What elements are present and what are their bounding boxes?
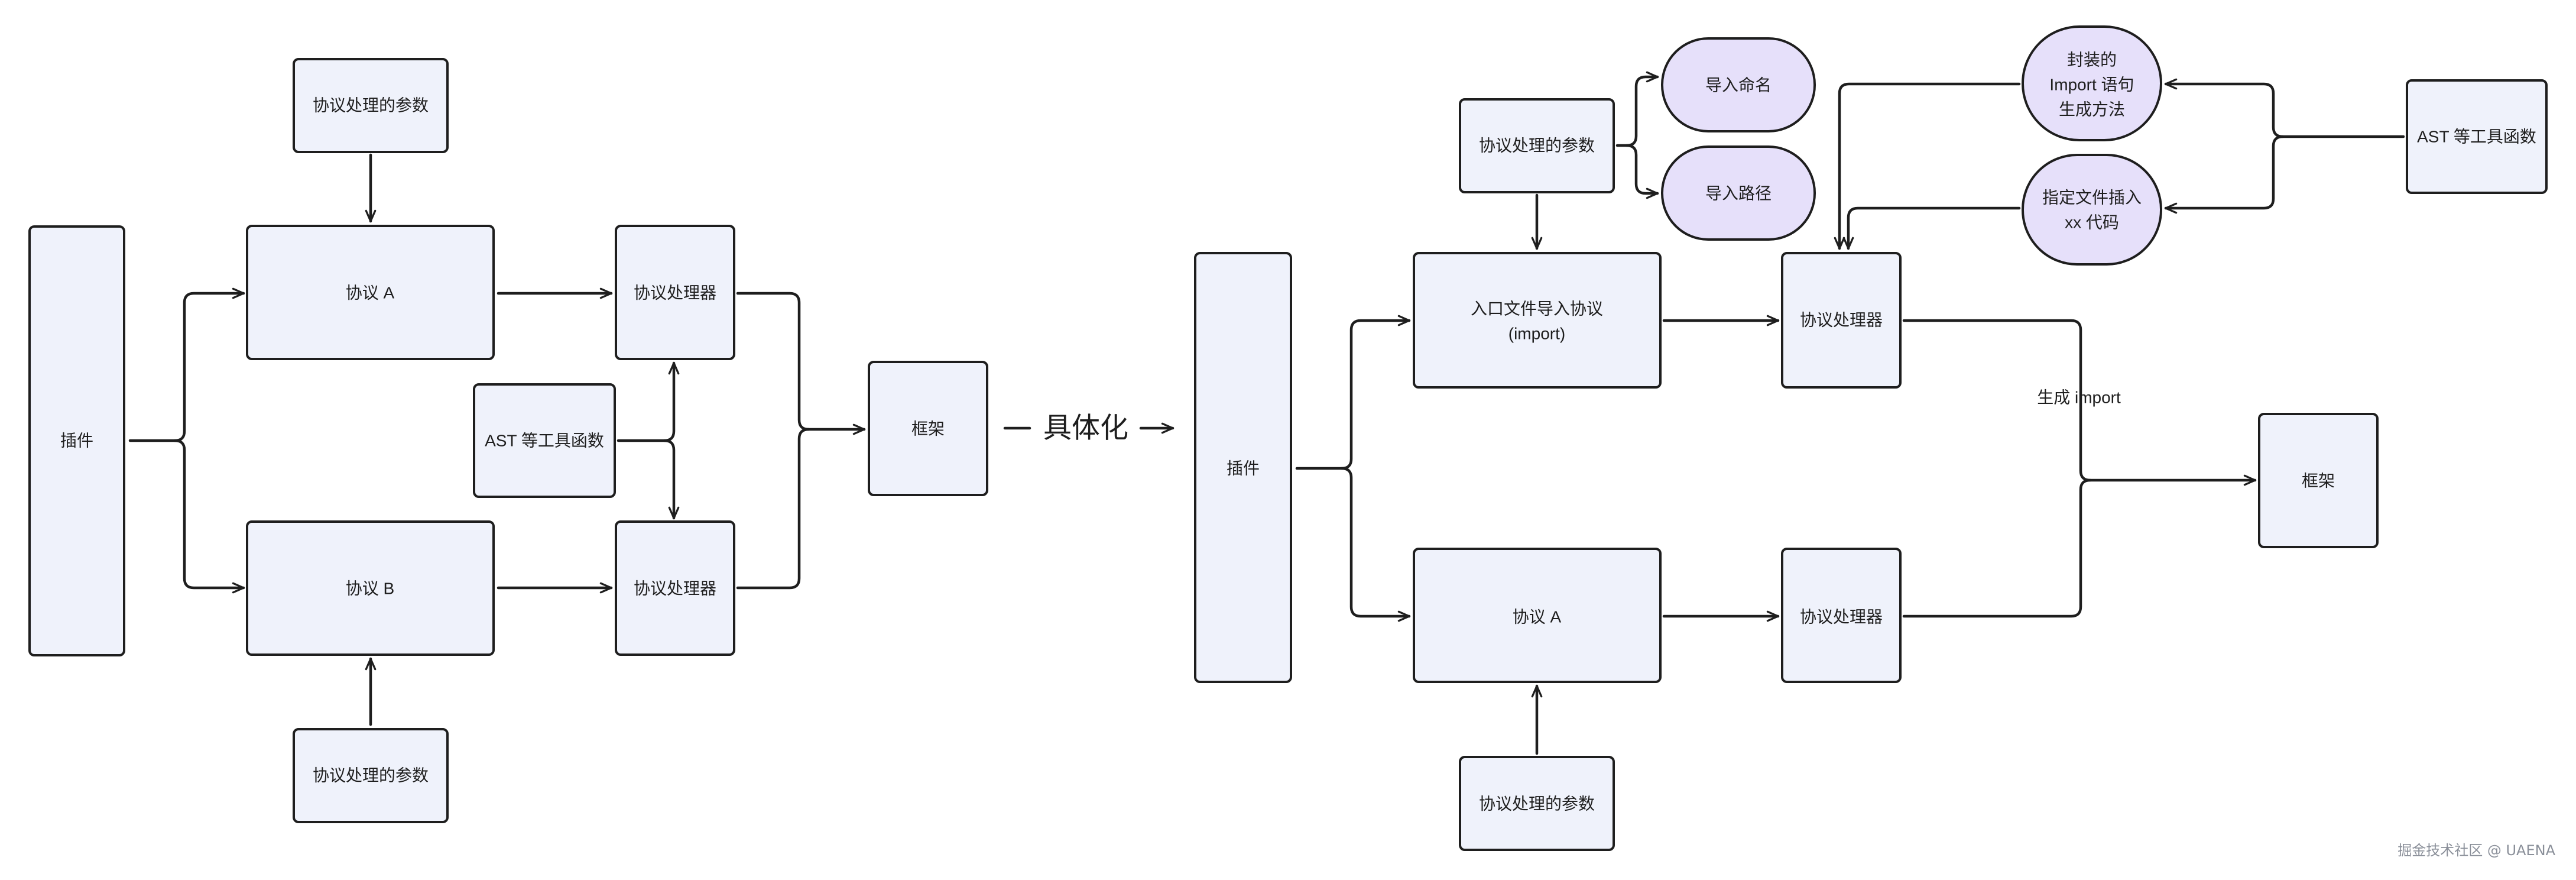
right-gen-import-method-line2: Import 语句 (2049, 76, 2134, 94)
right-processor-bottom-label: 协议处理器 (1800, 608, 1883, 626)
left-plugin-label: 插件 (60, 432, 93, 450)
edge-processor-bottom-to-framework (1902, 478, 2092, 618)
right-gen-import-method-line3: 生成方法 (2059, 101, 2125, 119)
right-processor-top-label: 协议处理器 (1800, 311, 1883, 329)
right-plugin-node: 插件 (1194, 252, 1292, 683)
left-processor-a-node: 协议处理器 (615, 225, 735, 360)
edge-processor-b-to-framework (736, 428, 810, 590)
right-ast-tools-label: AST 等工具函数 (2417, 128, 2536, 146)
right-entry-import-line1: 入口文件导入协议 (1471, 300, 1603, 318)
edge-processor-top-to-framework (1902, 319, 2257, 486)
right-import-name-label: 导入命名 (1705, 76, 1772, 95)
right-protocol-a-label: 协议 A (1513, 608, 1562, 626)
right-gen-import-edge-label: 生成 import (2029, 383, 2129, 412)
right-framework-label: 框架 (2302, 472, 2335, 490)
edge-ast-to-insert-code (2164, 135, 2285, 214)
left-framework-node: 框架 (868, 361, 988, 496)
right-processor-top-node: 协议处理器 (1781, 252, 1902, 389)
left-params-top-label: 协议处理的参数 (313, 96, 429, 115)
transition-arrow: 具体化 (1003, 413, 1175, 444)
right-params-top-node: 协议处理的参数 (1459, 98, 1615, 193)
right-gen-import-label: 生成 import (2037, 389, 2121, 407)
left-framework-label: 框架 (911, 420, 945, 438)
edge-ast-to-processor-a (617, 361, 680, 442)
left-processor-b-label: 协议处理器 (634, 580, 716, 598)
edge-rplugin-to-entry-import (1295, 315, 1411, 470)
edge-rplugin-to-protocol-a (1340, 467, 1411, 622)
left-params-bottom-label: 协议处理的参数 (313, 766, 429, 785)
left-ast-tools-node: AST 等工具函数 (473, 383, 616, 498)
right-import-name-node: 导入命名 (1661, 37, 1816, 132)
right-plugin-label: 插件 (1227, 460, 1260, 478)
right-gen-import-method-line1: 封装的 (2067, 51, 2117, 69)
left-protocol-a-node: 协议 A (246, 225, 495, 360)
right-entry-import-node: 入口文件导入协议 (import) (1413, 252, 1662, 389)
right-gen-import-method-node: 封装的 Import 语句 生成方法 (2022, 25, 2162, 141)
right-insert-code-line1: 指定文件插入 (2042, 189, 2142, 207)
left-protocol-b-node: 协议 B (246, 520, 495, 656)
right-params-bottom-node: 协议处理的参数 (1459, 756, 1615, 851)
edge-plugin-to-protocol-b (173, 439, 245, 594)
left-protocol-a-label: 协议 A (346, 284, 395, 302)
watermark: 掘金技术社区 @ UAENA (2397, 842, 2555, 859)
edge-ast-to-gen-import-method (2164, 78, 2405, 138)
edge-gen-import-method-to-processor (1834, 82, 2021, 250)
left-diagram: 插件 协议处理的参数 协议 A 协议 B 协议处理的参数 协议处理器 协议处理器 (28, 58, 988, 823)
edge-insert-code-to-processor (1842, 206, 2021, 250)
edge-params-to-import-name (1615, 71, 1659, 147)
right-params-top-label: 协议处理的参数 (1479, 137, 1595, 155)
right-import-path-node: 导入路径 (1661, 145, 1816, 241)
right-framework-node: 框架 (2258, 413, 2379, 548)
edge-processor-a-to-framework (736, 292, 866, 435)
right-entry-import-line2: (import) (1508, 325, 1565, 343)
transition-label: 具体化 (1043, 413, 1128, 444)
left-processor-a-label: 协议处理器 (634, 284, 716, 302)
edge-plugin-to-protocols (128, 287, 245, 442)
right-processor-bottom-node: 协议处理器 (1781, 548, 1902, 683)
left-protocol-b-label: 协议 B (346, 580, 394, 598)
right-import-path-label: 导入路径 (1705, 185, 1772, 203)
edge-ast-to-processor-b (663, 439, 680, 520)
left-processor-b-node: 协议处理器 (615, 520, 735, 656)
right-diagram: 插件 协议处理的参数 导入命名 导入路径 入口文件导入协议 (import) 协… (1194, 25, 2548, 851)
right-ast-tools-node: AST 等工具函数 (2406, 79, 2548, 194)
right-insert-code-line2: xx 代码 (2065, 213, 2119, 232)
right-params-bottom-label: 协议处理的参数 (1479, 795, 1595, 813)
left-ast-tools-label: AST 等工具函数 (485, 432, 604, 450)
left-params-bottom-node: 协议处理的参数 (293, 728, 449, 823)
edge-params-to-import-path (1625, 144, 1659, 199)
right-protocol-a-node: 协议 A (1413, 548, 1662, 683)
left-params-top-node: 协议处理的参数 (293, 58, 449, 153)
right-insert-code-node: 指定文件插入 xx 代码 (2022, 154, 2162, 266)
left-plugin-node: 插件 (28, 225, 125, 656)
